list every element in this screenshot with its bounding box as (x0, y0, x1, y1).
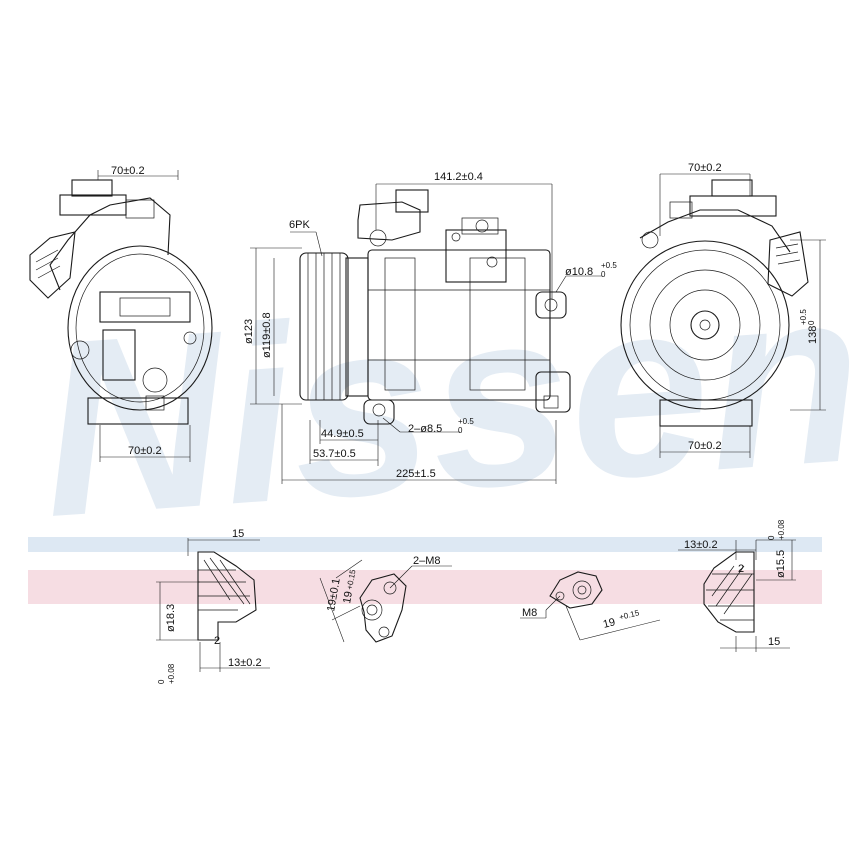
dim-port-top-dia: ø10.8 (565, 266, 593, 278)
dim-left-top-width: 70±0.2 (111, 165, 145, 177)
detail4-depth: 13±0.2 (684, 539, 718, 551)
dim-right-bottom-width: 70±0.2 (688, 440, 722, 452)
detail2-spacing-tol: +0.15 (345, 568, 357, 590)
detail1-diameter: ø18.3 (165, 604, 177, 632)
dim-right-height-zero: 0 (807, 320, 816, 325)
detail1-width: 15 (232, 528, 244, 540)
detail4-width: 15 (768, 636, 780, 648)
dim-right-height: 138 (807, 326, 819, 344)
detail4-diameter: ø15.5 (775, 550, 787, 578)
detail2-spacing: 19 (341, 590, 355, 604)
detail3-thread: M8 (522, 607, 537, 619)
dim-right-top-width: 70±0.2 (688, 162, 722, 174)
detail-fitting-1: 15 ø18.3 +0.08 0 2 13±0.2 (156, 528, 270, 684)
detail-flange-2: 2–M8 19 +0.15 19±0.1 (319, 555, 452, 643)
dim-left-bottom-width: 70±0.2 (128, 445, 162, 457)
detail1-dia-tol-plus: +0.08 (167, 663, 176, 684)
dim-port-top-tol-plus: +0.5 (601, 261, 617, 270)
detail3-spacing: 19 (602, 616, 617, 631)
detail-fitting-4: 13±0.2 ø15.5 +0.08 0 2 15 (678, 519, 796, 652)
watermark-logo: Nissens (33, 224, 850, 569)
dim-pulley-inner: ø119±0.8 (261, 312, 273, 358)
dim-port-top-tol-zero: 0 (601, 270, 606, 279)
dim-bolt-tol-plus: +0.5 (458, 417, 474, 426)
detail1-dia-tol-zero: 0 (157, 679, 166, 684)
detail2-threads: 2–M8 (413, 555, 441, 567)
dim-offset-a: 44.9±0.5 (321, 428, 364, 440)
dim-side-length: 141.2±0.4 (434, 171, 483, 183)
side-view: 141.2±0.4 6PK ø123 ø119±0.8 ø10.8 +0.5 0… (243, 171, 617, 484)
detail1-depth: 13±0.2 (228, 657, 262, 669)
label-pulley-type: 6PK (289, 219, 310, 231)
detail4-dia-tol-plus: +0.08 (777, 519, 786, 540)
pink-band (28, 570, 822, 604)
left-view: 70±0.2 70±0.2 (29, 165, 213, 462)
right-view: 70±0.2 70±0.2 138 +0.5 0 (620, 162, 826, 458)
detail4-dia-tol-zero: 0 (767, 535, 776, 540)
detail1-step: 2 (214, 635, 220, 647)
dim-right-height-plus: +0.5 (799, 309, 808, 325)
dim-pulley-outer: ø123 (243, 319, 255, 344)
detail3-spacing-tol: +0.15 (618, 608, 640, 622)
blue-band (28, 537, 822, 552)
dim-bolt-holes: 2–ø8.5 (408, 423, 442, 435)
dim-offset-b: 53.7±0.5 (313, 448, 356, 460)
dim-bolt-tol-zero: 0 (458, 426, 463, 435)
detail-flange-3: M8 19 +0.15 (520, 571, 661, 641)
dim-total-length: 225±1.5 (396, 468, 436, 480)
detail4-step: 2 (738, 563, 744, 575)
